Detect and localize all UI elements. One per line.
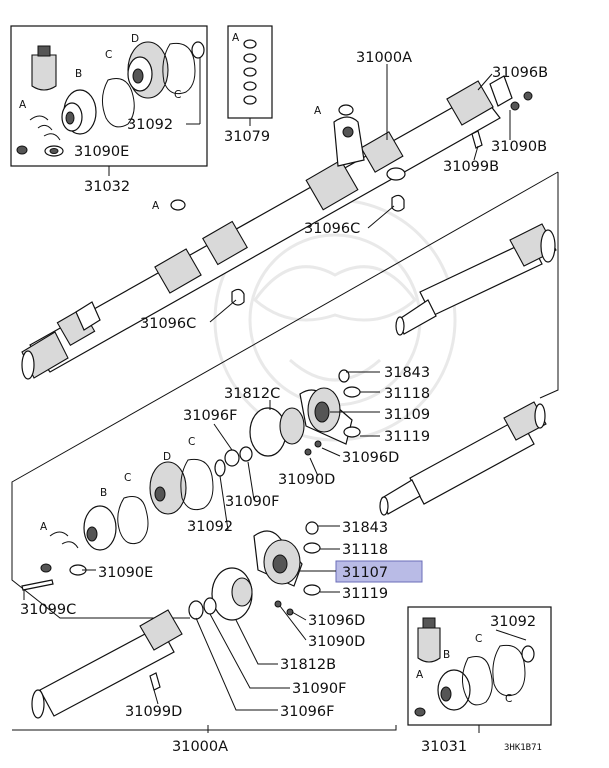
label-31119-1: 31119 [384, 429, 430, 445]
label-31079: 31079 [224, 129, 270, 145]
label-A-1: A [314, 105, 322, 117]
label-31099B: 31099B [443, 159, 499, 175]
label-B-br: B [443, 649, 450, 661]
label-31812B: 31812B [280, 657, 336, 673]
label-31107: 31107 [342, 565, 388, 581]
label-31090B: 31090B [491, 139, 547, 155]
label-31096F-1: 31096F [183, 408, 237, 424]
kit-frame-31031 [407, 606, 552, 733]
label-31090F-1: 31090F [225, 494, 279, 510]
kit-31031-parts [414, 617, 535, 717]
rear-shaft-middle-section [379, 401, 547, 516]
label-31092-mid: 31092 [187, 519, 233, 535]
reference-code: 3HK1B71 [504, 743, 542, 753]
label-31090D-2: 31090D [308, 634, 365, 650]
label-B-mid: B [100, 487, 107, 499]
label-31032: 31032 [84, 179, 130, 195]
label-31096D-1: 31096D [342, 450, 399, 466]
label-31096C-1: 31096C [304, 221, 360, 237]
label-31031: 31031 [421, 739, 467, 755]
label-A-2: A [152, 200, 160, 212]
label-31090E-mid: 31090E [98, 565, 153, 581]
label-31099D: 31099D [125, 704, 182, 720]
label-31090D-1: 31090D [278, 472, 335, 488]
label-31119-2: 31119 [342, 586, 388, 602]
label-A-br: A [416, 669, 424, 681]
label-31000A-top: 31000A [356, 50, 412, 66]
label-31000A-bottom: 31000A [172, 739, 228, 755]
label-C-mid2: C [124, 472, 131, 484]
label-31118-1: 31118 [384, 386, 430, 402]
label-31096F-2: 31096F [280, 704, 334, 720]
label-31843-1: 31843 [384, 365, 430, 381]
label-C-br2: C [505, 693, 512, 705]
label-31092-top: 31092 [127, 117, 173, 133]
label-C-br1: C [475, 633, 482, 645]
rear-shaft-assembly-outline [11, 171, 559, 733]
label-31096D-2: 31096D [308, 613, 365, 629]
part-labels: 31000A 31096B 31090B 31099B 31096C 31096… [19, 32, 548, 755]
label-31109: 31109 [384, 407, 430, 423]
label-31843-2: 31843 [342, 520, 388, 536]
label-A-mid: A [40, 521, 48, 533]
label-A-31079: A [232, 32, 240, 44]
kit-frame-31032 [10, 25, 208, 176]
label-C-mid1: C [188, 436, 195, 448]
label-31092-br: 31092 [490, 614, 536, 630]
leader-lines [23, 58, 527, 711]
label-D-mid: D [163, 451, 171, 463]
label-B-top: B [75, 68, 82, 80]
label-31096C-2: 31096C [140, 316, 196, 332]
label-D-top: D [131, 33, 139, 45]
center-bearing-31107-group [188, 521, 321, 621]
label-31096B: 31096B [492, 65, 548, 81]
label-31099C: 31099C [20, 602, 76, 618]
label-31812C: 31812C [224, 386, 280, 402]
front-propeller-shaft [21, 75, 533, 380]
kit-31032-parts [16, 41, 205, 157]
label-31118-2: 31118 [342, 542, 388, 558]
rear-shaft-front-section [395, 223, 557, 336]
label-C-top2: C [174, 89, 181, 101]
rear-shaft-rear-section [31, 609, 183, 719]
kit-31079-parts [243, 39, 257, 105]
label-A-top: A [19, 99, 27, 111]
mid-flange-kit [21, 458, 226, 591]
label-31090E-top: 31090E [74, 144, 129, 160]
label-C-top1: C [105, 49, 112, 61]
label-31090F-2: 31090F [292, 681, 346, 697]
center-bearing-31109-group [224, 369, 361, 467]
kit-frame-31079 [227, 25, 273, 126]
